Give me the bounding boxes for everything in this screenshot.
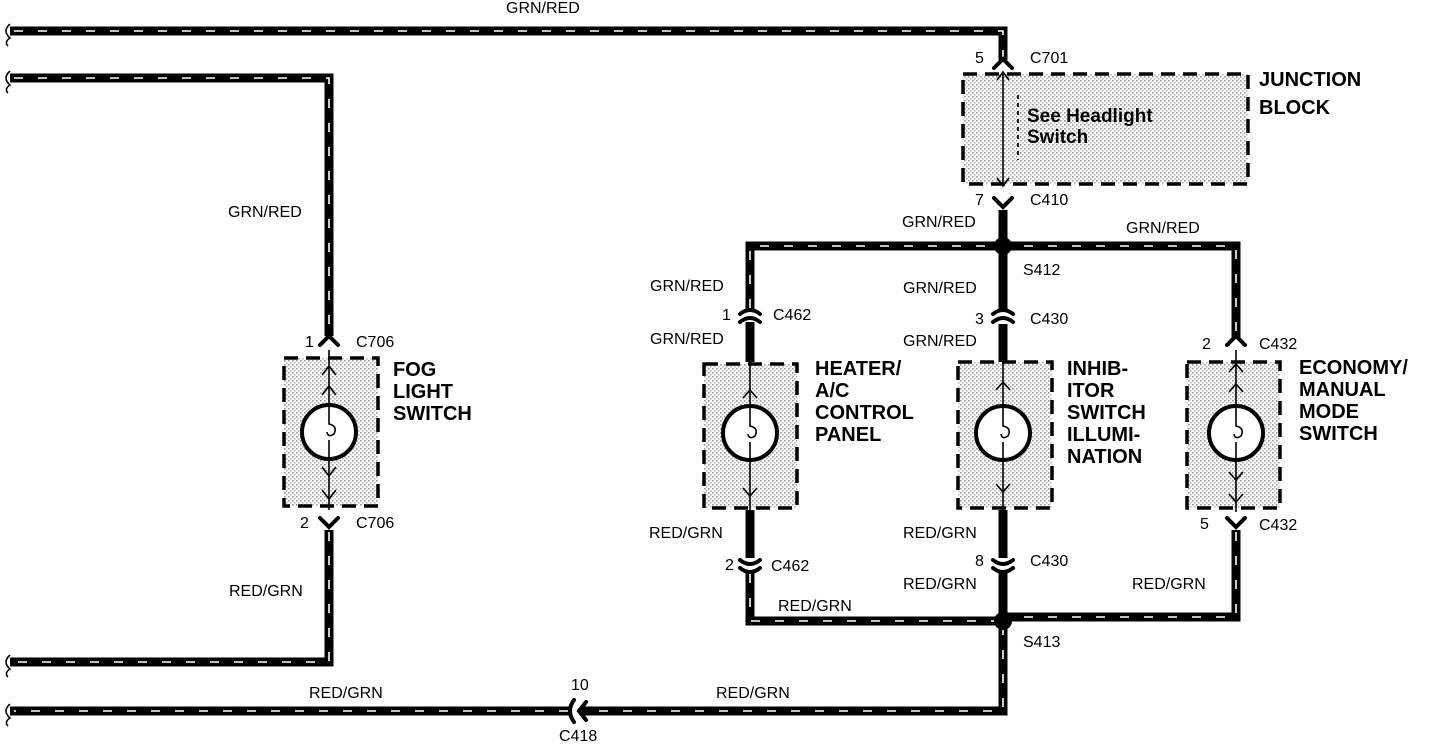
economy-label-1: ECONOMY/ (1299, 357, 1408, 379)
inhibitor-label-2: ITOR (1067, 380, 1115, 402)
pin-c418: 10 (571, 677, 589, 694)
wire-s413-c418 (582, 621, 1008, 716)
wire-label-top: GRN/RED (506, 0, 580, 17)
connector-c706-top-symbol (318, 333, 340, 347)
connector-c701-symbol (992, 56, 1014, 70)
economy-label-4: SWITCH (1299, 423, 1378, 445)
connector-c430-top-symbol (991, 308, 1015, 324)
inhibitor-switch-illumination (956, 360, 1054, 510)
economy-label-3: MODE (1299, 401, 1359, 423)
splice-s413-label: S413 (1023, 634, 1060, 651)
junction-block-note-2: Switch (1027, 127, 1088, 148)
wire-break-ends (5, 23, 12, 727)
pin-c430-top: 3 (975, 311, 984, 328)
heater-panel-label-1: HEATER/ (815, 358, 902, 380)
connector-c432-bottom-label: C432 (1259, 517, 1297, 534)
wire-label-c410-s412: GRN/RED (902, 214, 976, 231)
junction-block (961, 70, 1250, 188)
pin-c701: 5 (975, 50, 984, 67)
wire-label-heater-top-b: GRN/RED (650, 331, 724, 348)
wire-label-heater-top-a: GRN/RED (650, 278, 724, 295)
economy-manual-mode-switch (1185, 350, 1282, 512)
connector-c430-top-label: C430 (1030, 311, 1068, 328)
economy-label-2: MANUAL (1299, 379, 1386, 401)
wire-label-heater-bottom: RED/GRN (649, 525, 723, 542)
pin-c410: 7 (975, 192, 984, 209)
fog-switch-label-1: FOG (393, 359, 436, 381)
fog-switch-label-3: SWITCH (393, 403, 472, 425)
wire-label-inhib-top-b: GRN/RED (903, 333, 977, 350)
connector-c410-symbol (992, 196, 1014, 210)
heater-panel-label-2: A/C (815, 380, 849, 402)
heater-panel-label-4: PANEL (815, 424, 881, 446)
splice-s412-label: S412 (1023, 262, 1060, 279)
connector-c701-label: C701 (1030, 50, 1068, 67)
inhibitor-label-1: INHIB- (1067, 358, 1128, 380)
wire-s412-bus (745, 241, 1241, 338)
connector-c462-top-symbol (738, 308, 762, 324)
splice-s413 (994, 612, 1012, 630)
wire-label-bottom-right: RED/GRN (716, 685, 790, 702)
inhibitor-label-4: ILLUMI- (1067, 424, 1140, 446)
wire-label-heater-ground: RED/GRN (778, 598, 852, 615)
wire-label-s412-right: GRN/RED (1126, 220, 1200, 237)
splice-s412 (994, 237, 1012, 255)
wire-label-inhib-top-a: GRN/RED (903, 280, 977, 297)
pin-c430-bottom: 8 (975, 553, 984, 570)
inhibitor-label-3: SWITCH (1067, 402, 1146, 424)
heater-ac-control-panel (702, 362, 799, 510)
pin-c432-bottom: 5 (1200, 516, 1209, 533)
wire-label-fog-upper: GRN/RED (228, 204, 302, 221)
wire-top-grn-red (10, 26, 1008, 60)
connector-c462-bottom-symbol (738, 558, 762, 574)
fog-light-switch (282, 350, 380, 510)
connector-c432-top-label: C432 (1259, 336, 1297, 353)
wire-fog-upper (10, 73, 334, 336)
connector-c432-top-symbol (1225, 333, 1247, 347)
junction-block-note-1: See Headlight (1027, 106, 1153, 127)
wire-label-inhib-bottom-a: RED/GRN (903, 525, 977, 542)
connector-c418-symbol (568, 698, 588, 724)
connector-c706-bottom-label: C706 (356, 515, 394, 532)
fog-switch-label-2: LIGHT (393, 381, 453, 403)
connector-c430-bottom-label: C430 (1030, 553, 1068, 570)
connector-c706-bottom-symbol (318, 516, 340, 530)
wire-label-bottom-left: RED/GRN (309, 685, 383, 702)
junction-block-title-2: BLOCK (1259, 97, 1331, 119)
wire-label-econ-bottom: RED/GRN (1132, 576, 1206, 593)
wire-heater-bottom (745, 510, 1003, 626)
connector-c462-top-label: C462 (773, 307, 811, 324)
connector-c410-label: C410 (1030, 192, 1068, 209)
connector-c430-bottom-symbol (991, 558, 1015, 574)
connector-c432-bottom-symbol (1225, 516, 1247, 530)
wire-label-inhib-bottom-b: RED/GRN (903, 576, 977, 593)
connector-c418-label: C418 (559, 728, 597, 744)
pin-c462-top: 1 (722, 307, 731, 324)
heater-panel-label-3: CONTROL (815, 402, 914, 424)
pin-c706-bottom: 2 (300, 515, 309, 532)
junction-block-title-1: JUNCTION (1259, 69, 1361, 91)
connector-c706-top-label: C706 (356, 334, 394, 351)
pin-c432-top: 2 (1202, 336, 1211, 353)
pin-c462-bottom: 2 (725, 557, 734, 574)
wire-econ-bottom (1003, 530, 1241, 622)
wire-label-fog-lower: RED/GRN (229, 583, 303, 600)
connector-c462-bottom-label: C462 (771, 558, 809, 575)
pin-c706-top: 1 (305, 334, 314, 351)
inhibitor-label-5: NATION (1067, 446, 1142, 468)
wire-fog-lower (10, 530, 334, 667)
